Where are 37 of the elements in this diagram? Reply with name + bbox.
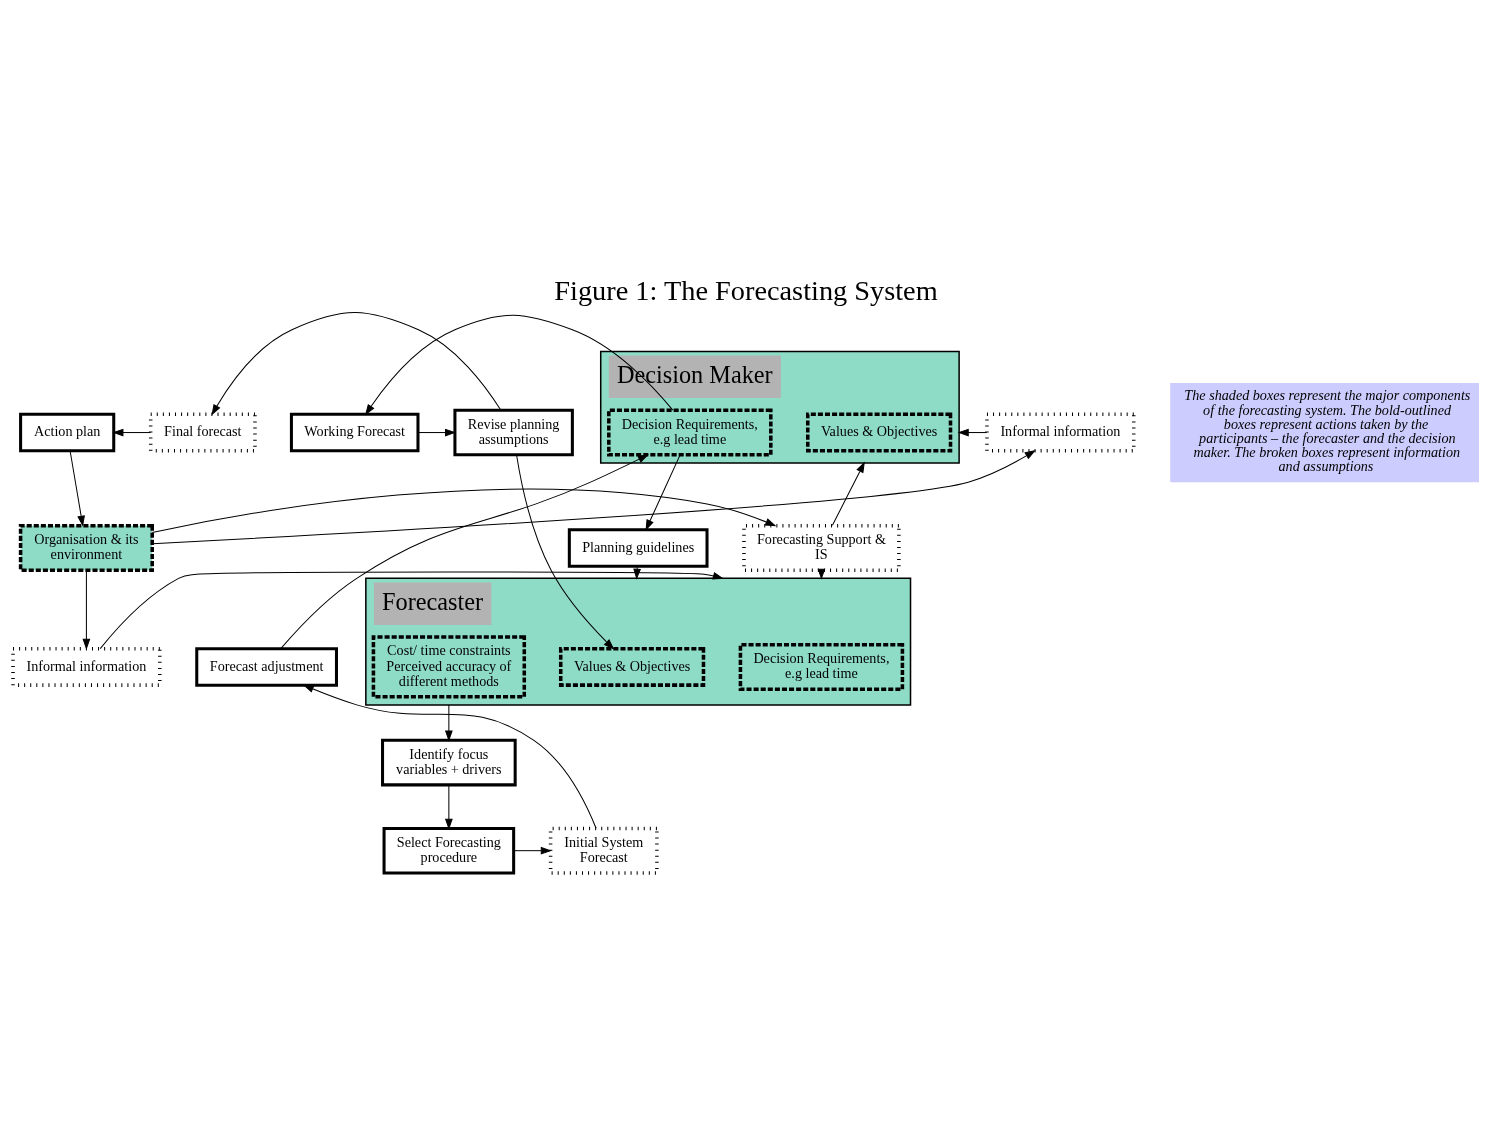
node-box: Final forecast [148,412,257,453]
node-box: Identify focus variables + drivers [381,738,517,786]
arrow [99,570,724,649]
arrow [831,461,865,526]
node-box: Forecast adjustment [195,646,338,687]
arrow [69,449,85,527]
arrow [280,453,649,649]
diagram-title: Figure 1: The Forecasting System [554,274,938,306]
node-box: Organisation & its environment [18,523,154,572]
arrow [302,684,597,829]
node-box: Informal information [985,412,1136,453]
label: The shaded boxes represent the major components of the forecasting system. The bold-outlined boxes represent actions taken by the participants – the forecaster and the decision maker. The broken boxes represent information and assumptions [1184,386,1471,474]
arrow [82,569,91,650]
node-box: Working Forecast [289,412,420,452]
node-box: Decision Requirements, e.g lead time [738,642,905,691]
arrow [364,314,674,415]
node-box: Revise planning assumptions [453,408,574,456]
arrow [513,846,552,855]
arrow [957,428,988,436]
arrow [516,454,615,650]
node-box: Values & Objectives [558,646,706,687]
node-box: Informal information [11,646,162,687]
arrow [417,428,457,436]
arrow [444,783,453,830]
arrow [645,453,681,531]
node-box: Initial System Forecast [548,826,659,875]
arrow [151,449,1036,544]
node-box: Values & Objectives [806,412,953,453]
node-box: Action plan [19,412,116,452]
arrow [112,428,152,436]
arrow [633,565,642,580]
arrow [151,488,777,533]
node-box: Select Forecasting procedure [382,826,516,874]
arrow [211,311,502,415]
node-box: Decision Requirements, e.g lead time [607,408,773,457]
arrow [444,703,453,742]
node-box: Cost/ time constraints Perceived accuracy of different methods [371,634,527,699]
